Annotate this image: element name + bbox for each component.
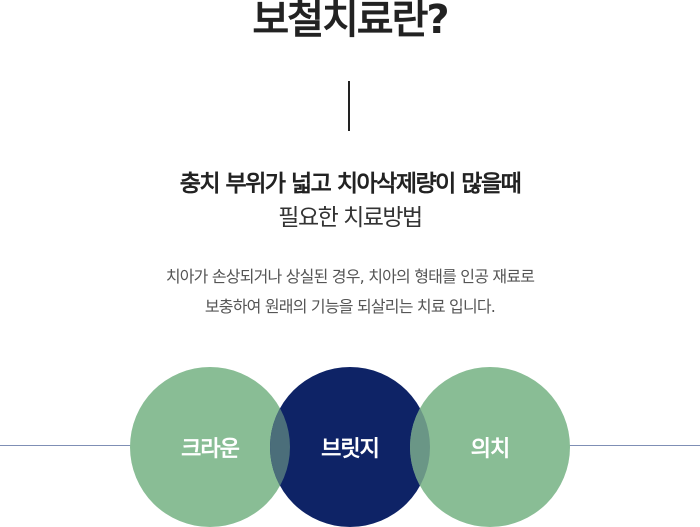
subheadline: 필요한 치료방법 <box>278 205 423 231</box>
vertical-divider <box>348 81 350 131</box>
treatment-circle-bridge[interactable]: 브릿지 <box>270 367 430 527</box>
treatment-label-bridge: 브릿지 <box>321 437 380 462</box>
treatment-label-denture: 의치 <box>470 437 510 462</box>
description: 치아가 손상되거나 상실된 경우, 치아의 형태를 인공 재료로 보충하여 원래… <box>0 262 700 322</box>
description-line-1: 치아가 손상되거나 상실된 경우, 치아의 형태를 인공 재료로 <box>165 267 535 286</box>
description-line-2: 보충하여 원래의 기능을 되살리는 치료 입니다. <box>204 297 496 316</box>
headline: 충치 부위가 넓고 치아삭제량이 많을때 <box>179 171 522 197</box>
treatment-circle-crown[interactable]: 크라운 <box>130 367 290 527</box>
page-title: 보철치료란? <box>252 0 449 43</box>
treatment-circle-denture[interactable]: 의치 <box>410 367 570 527</box>
treatment-label-crown: 크라운 <box>181 437 240 462</box>
